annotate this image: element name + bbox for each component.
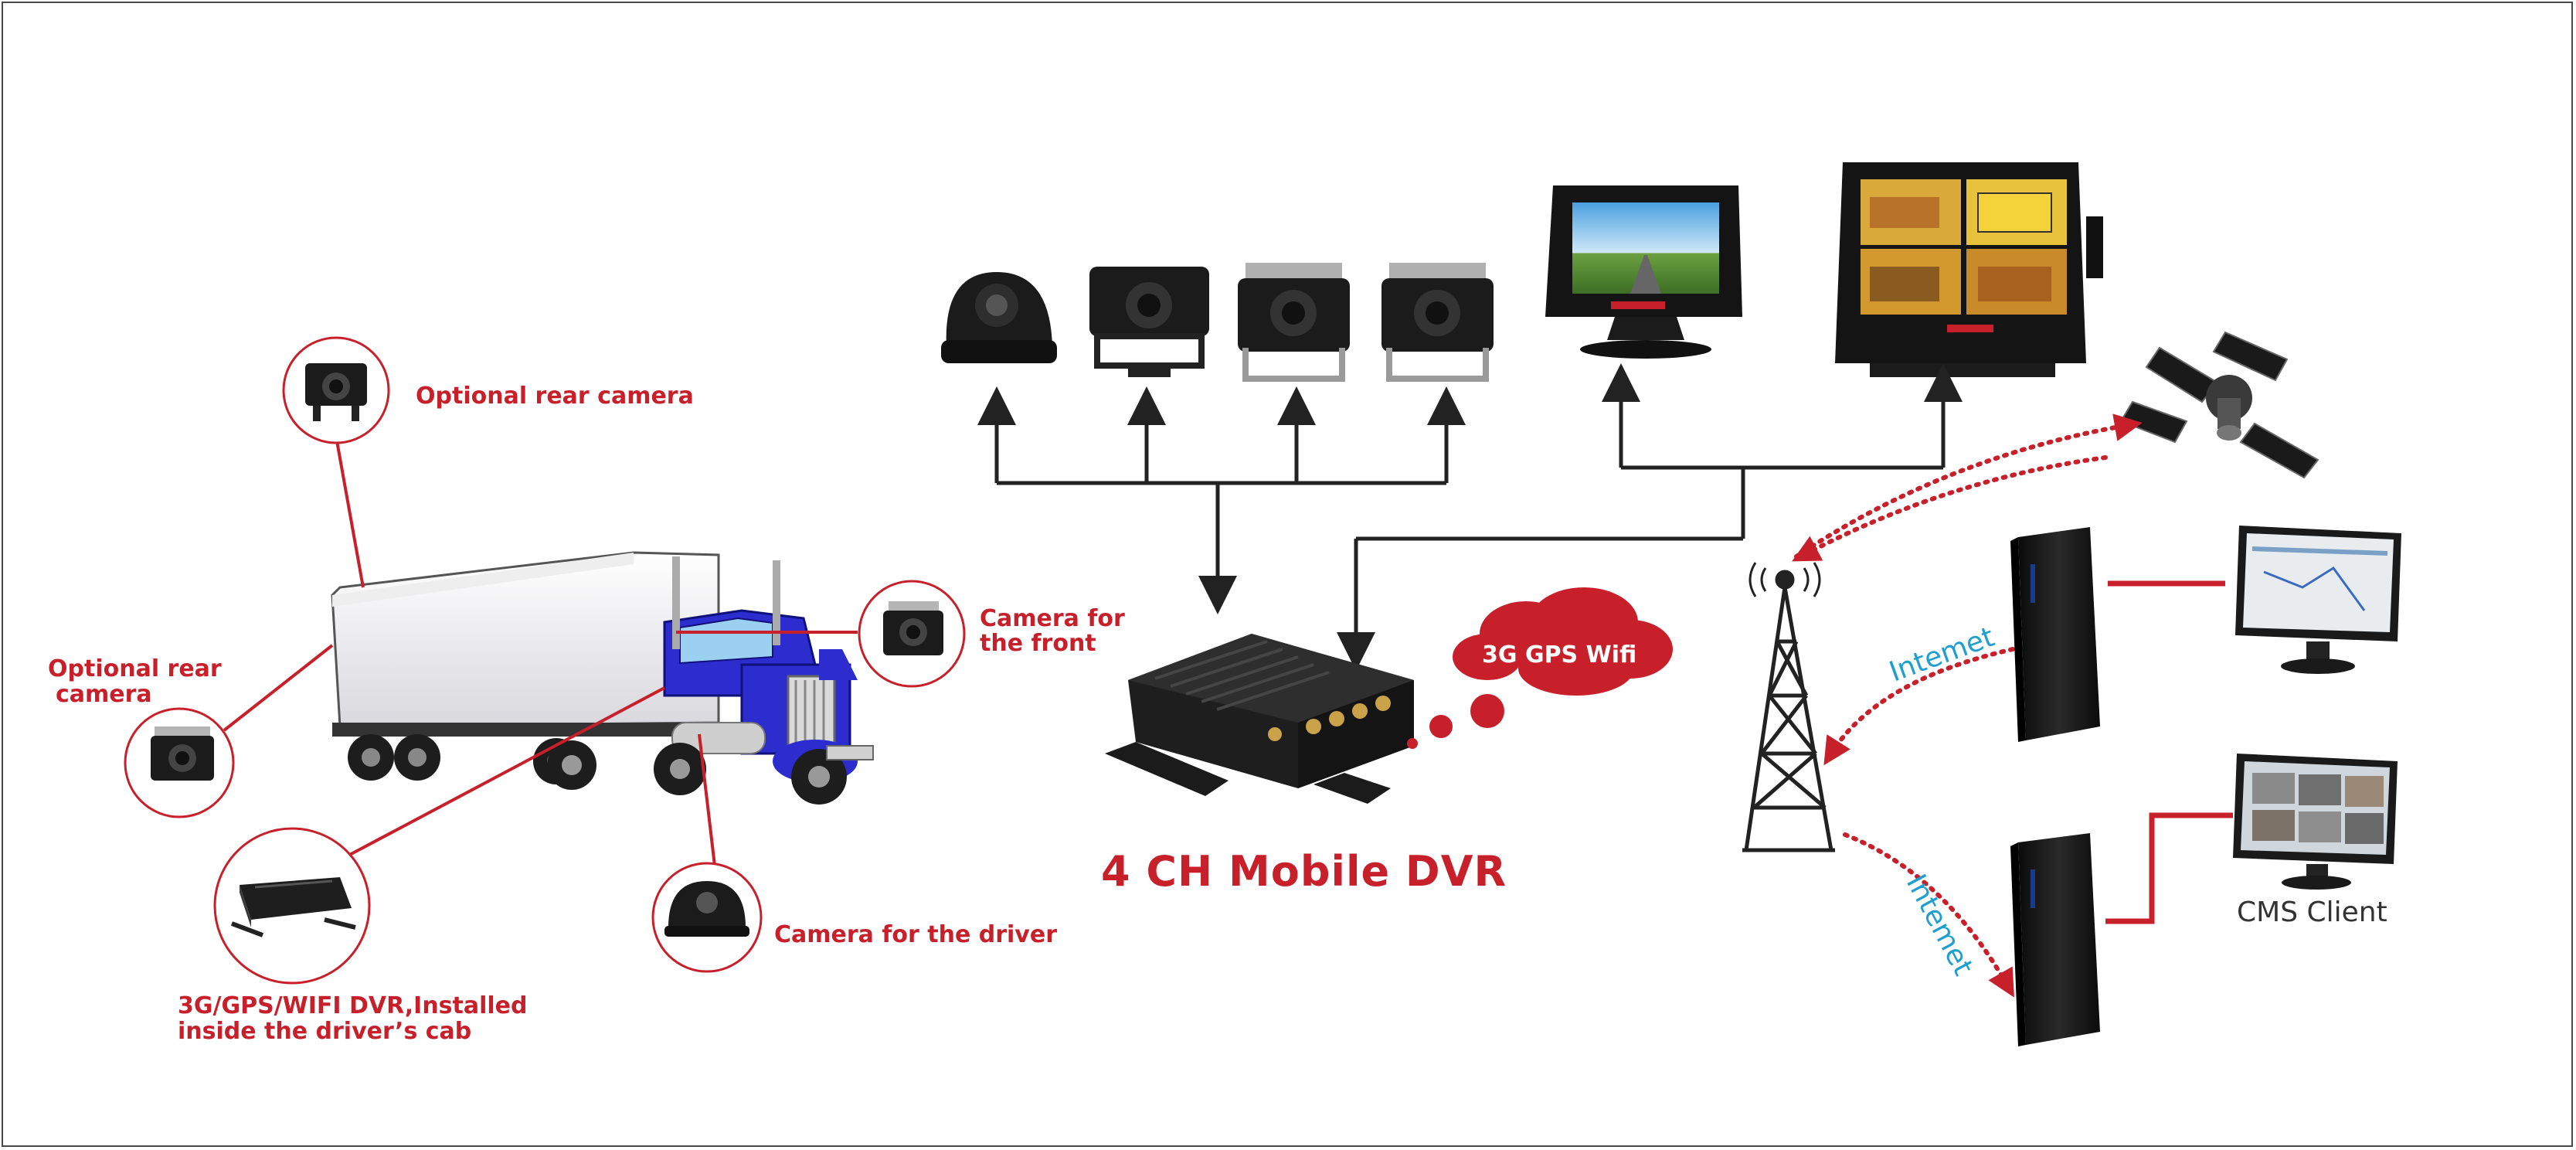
quad-monitor-icon bbox=[1835, 162, 2103, 377]
dome-camera-icon bbox=[664, 881, 749, 937]
rear-camera-icon bbox=[1381, 263, 1494, 382]
camera-connector bbox=[977, 386, 1466, 614]
client-pc-top bbox=[2235, 526, 2401, 674]
callout-camera-driver bbox=[651, 862, 763, 973]
client-wires bbox=[2105, 580, 2233, 924]
pc-monitor-icon bbox=[2233, 754, 2398, 890]
label-camera-front-line2: the front bbox=[980, 630, 1096, 657]
rear-camera-icon bbox=[1238, 263, 1350, 382]
tower-icon bbox=[1742, 562, 1835, 852]
label-dvr-installed-line2: inside the driver’s cab bbox=[178, 1018, 472, 1045]
main-title: 4 CH Mobile DVR bbox=[1101, 847, 1507, 896]
server-icon bbox=[2010, 833, 2100, 1046]
truck-callout-lines bbox=[223, 436, 858, 866]
wireless-cloud bbox=[1407, 587, 1673, 749]
dvr-icon bbox=[1105, 634, 1414, 804]
rear-camera-icon bbox=[305, 363, 367, 421]
callout-dvr-installed bbox=[213, 827, 371, 985]
server-icon bbox=[2010, 527, 2100, 742]
cms-client-label: CMS Client bbox=[2237, 897, 2387, 928]
monitor-7inch bbox=[1545, 185, 1742, 359]
label-dvr-installed-line1: 3G/GPS/WIFI DVR,Installed bbox=[178, 992, 528, 1019]
callout-camera-front bbox=[858, 580, 966, 688]
label-optional-rear-camera-left-line2: camera bbox=[56, 681, 152, 708]
label-camera-front-line1: Camera for bbox=[980, 605, 1125, 632]
rear-camera-icon bbox=[1089, 267, 1209, 377]
server-bottom bbox=[2010, 833, 2100, 1046]
callout-optional-rear-camera-left bbox=[124, 707, 235, 818]
mobile-dvr bbox=[1105, 634, 1414, 804]
monitor-quad bbox=[1835, 162, 2103, 377]
client-pc-bottom bbox=[2233, 754, 2398, 890]
server-top bbox=[2010, 527, 2100, 742]
wireless-links bbox=[1792, 413, 2143, 998]
rear-camera-top-2 bbox=[1238, 263, 1350, 382]
cloud-label: 3G GPS Wifi bbox=[1482, 641, 1637, 669]
rear-camera-icon bbox=[883, 601, 943, 655]
label-camera-driver: Camera for the driver bbox=[774, 921, 1057, 948]
dome-camera-icon bbox=[941, 272, 1057, 363]
rear-camera-icon bbox=[151, 726, 214, 781]
label-optional-rear-camera-top: Optional rear camera bbox=[416, 383, 694, 410]
monitor-connector bbox=[1337, 363, 1963, 671]
rear-camera-top-1 bbox=[1089, 267, 1209, 377]
satellite-icon bbox=[2119, 331, 2319, 479]
rear-camera-top-3 bbox=[1381, 263, 1494, 382]
callout-optional-rear-camera-top bbox=[282, 336, 390, 444]
dome-camera-top bbox=[941, 272, 1057, 363]
pc-monitor-icon bbox=[2235, 526, 2401, 674]
truck-icon bbox=[331, 551, 874, 805]
label-optional-rear-camera-left-line1: Optional rear bbox=[48, 655, 222, 682]
dvr-icon bbox=[230, 877, 356, 937]
monitor-icon bbox=[1545, 185, 1742, 359]
